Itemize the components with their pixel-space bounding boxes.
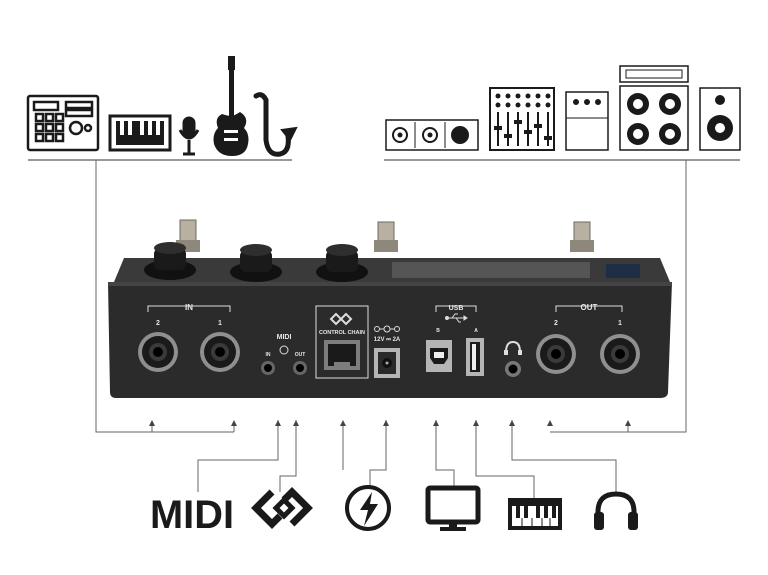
midi-in-label: IN bbox=[266, 352, 271, 358]
usb-section: USB B A bbox=[426, 305, 484, 376]
bottom-icons-group: MIDI bbox=[150, 485, 638, 537]
midi-in-jack[interactable] bbox=[261, 361, 275, 375]
power-lightning-icon bbox=[345, 485, 391, 531]
headphone-small-icon bbox=[504, 340, 522, 355]
back-panel bbox=[108, 282, 672, 398]
midi-label: MIDI bbox=[277, 334, 292, 341]
output-jack-1[interactable] bbox=[600, 334, 640, 374]
footswitch-right bbox=[570, 221, 594, 252]
saxophone-icon bbox=[253, 92, 298, 157]
in-jack-2-label: 2 bbox=[156, 320, 160, 327]
control-chain-section: CONTROL CHAIN bbox=[315, 305, 369, 379]
audio-interface-icon bbox=[385, 119, 479, 151]
footswitch-middle bbox=[374, 221, 398, 252]
polarity-icon bbox=[374, 325, 400, 333]
midi-keyboard-icon bbox=[508, 498, 562, 530]
usb-label: USB bbox=[449, 305, 464, 312]
computer-monitor-icon bbox=[425, 485, 481, 531]
knob-1 bbox=[144, 242, 196, 280]
midi-logo: MIDI bbox=[150, 493, 234, 537]
keyboard-icon bbox=[108, 114, 172, 152]
midi-out-jack[interactable] bbox=[293, 361, 307, 375]
routing-lines bbox=[95, 160, 687, 498]
output-section: OUT 2 1 bbox=[536, 303, 640, 374]
control-chain-label: CONTROL CHAIN bbox=[319, 330, 365, 336]
output-destinations-group bbox=[384, 65, 741, 161]
power-jack[interactable] bbox=[374, 348, 400, 378]
usb-b-label: B bbox=[436, 328, 440, 334]
usb-symbol-icon bbox=[445, 313, 468, 323]
output-jack-2[interactable] bbox=[536, 334, 576, 374]
in-jack-1-label: 1 bbox=[218, 320, 222, 327]
out-jack-1-label: 1 bbox=[618, 320, 622, 327]
amplifier-cabinet-icon bbox=[619, 65, 689, 151]
headphone-jack[interactable] bbox=[505, 361, 521, 377]
knob-2 bbox=[230, 244, 282, 282]
midi-out-label: OUT bbox=[295, 352, 306, 358]
routing-arrows bbox=[149, 420, 631, 426]
headphones-icon bbox=[594, 491, 638, 530]
display-screen bbox=[392, 262, 590, 278]
power-section: 12V ⎓ 2A bbox=[374, 325, 401, 378]
input-jack-1[interactable] bbox=[200, 332, 240, 372]
out-jack-2-label: 2 bbox=[554, 320, 558, 327]
side-panel bbox=[606, 264, 640, 278]
input-jack-2[interactable] bbox=[138, 332, 178, 372]
mixer-icon bbox=[489, 87, 555, 151]
headphone-section bbox=[504, 340, 522, 377]
electric-guitar-icon bbox=[213, 56, 249, 156]
power-label: 12V ⎓ 2A bbox=[374, 337, 401, 343]
drum-machine-icon bbox=[26, 94, 100, 152]
in-label: IN bbox=[185, 303, 193, 312]
knob-3 bbox=[316, 244, 368, 282]
usb-b-port[interactable] bbox=[426, 340, 452, 372]
speaker-icon bbox=[699, 87, 741, 151]
microphone-icon bbox=[178, 116, 200, 156]
midi-section: MIDI IN OUT bbox=[261, 334, 307, 375]
control-chain-port[interactable] bbox=[324, 340, 360, 370]
input-section: IN 2 1 bbox=[138, 303, 240, 372]
usb-a-label: A bbox=[474, 328, 478, 334]
control-chain-small-icon bbox=[329, 312, 353, 326]
out-label: OUT bbox=[581, 303, 598, 312]
effects-pedal-icon bbox=[565, 91, 609, 151]
pedalboard-device: IN 2 1 MIDI IN OUT bbox=[108, 219, 672, 398]
input-sources-group bbox=[26, 56, 298, 161]
usb-a-port[interactable] bbox=[466, 338, 484, 376]
control-chain-logo-icon bbox=[251, 487, 313, 529]
